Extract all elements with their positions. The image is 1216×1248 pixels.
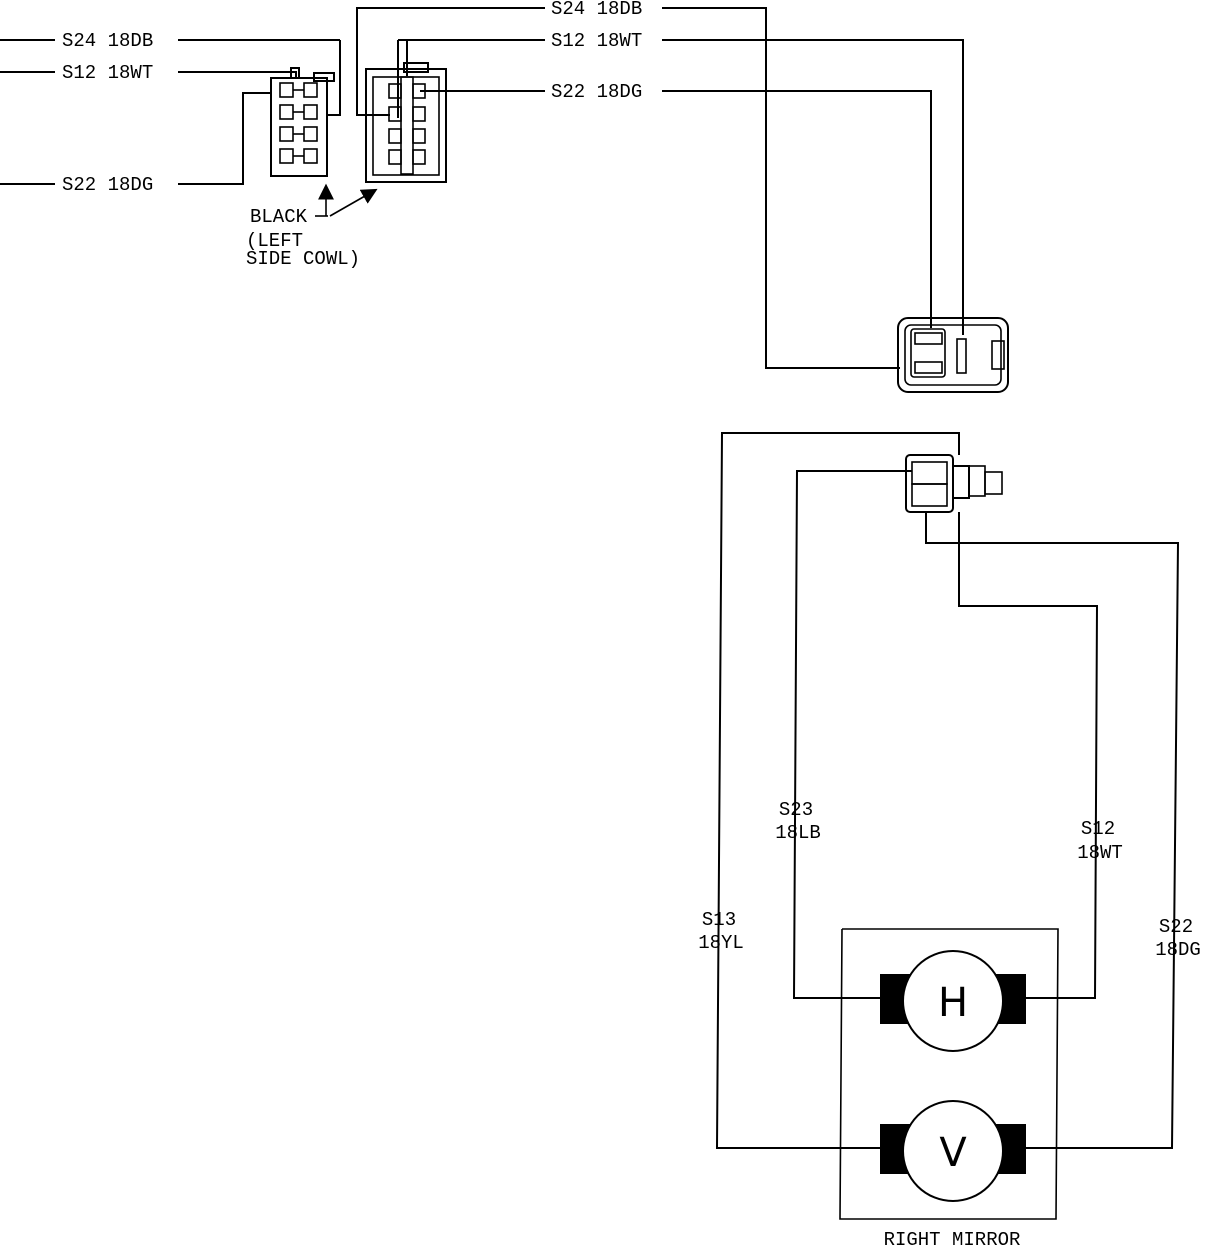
motor-v-label: V <box>939 1130 967 1176</box>
s22-code: S22 <box>1159 916 1193 938</box>
left-s24-label: S24 18DB <box>62 30 153 52</box>
vertical-motor: V <box>880 1100 1026 1202</box>
right-s24-label: S24 18DB <box>551 0 642 20</box>
note-line-1: BLACK <box>250 206 308 228</box>
mirror-harness-connector <box>897 317 1009 393</box>
wire-s13: S13 18YL <box>698 432 960 1149</box>
left-s12-label: S12 18WT <box>62 62 153 84</box>
s22-gauge: 18DG <box>1155 939 1201 961</box>
note-line-3: SIDE COWL) <box>246 248 360 270</box>
mirror-title: RIGHT MIRROR <box>884 1229 1021 1248</box>
s23-code: S23 <box>779 799 813 821</box>
left-wire-s22: S22 18DG <box>0 92 272 196</box>
s23-gauge: 18LB <box>775 822 821 844</box>
left-side-cowl-connector-a <box>270 67 335 177</box>
s12-gauge: 18WT <box>1077 842 1123 864</box>
left-wire-s24: S24 18DB <box>0 30 341 116</box>
left-s22-label: S22 18DG <box>62 174 153 196</box>
s12-code: S12 <box>1081 818 1115 840</box>
right-wire-s24: S24 18DB <box>356 0 900 369</box>
connector-note: BLACK (LEFT SIDE COWL) <box>246 183 378 270</box>
wire-s22-lower: S22 18DG <box>925 512 1201 1149</box>
right-wire-s12: S12 18WT <box>397 30 964 335</box>
left-wire-s12: S12 18WT <box>0 62 297 84</box>
wire-s12-lower: S12 18WT <box>958 512 1123 999</box>
right-mirror-assembly: H V RIGHT MIRROR <box>839 928 1059 1248</box>
right-s22-label: S22 18DG <box>551 81 642 103</box>
s13-gauge: 18YL <box>698 932 744 954</box>
right-wire-s22: S22 18DG <box>420 81 932 328</box>
wire-s23: S23 18LB <box>775 470 912 999</box>
horizontal-motor: H <box>880 950 1026 1052</box>
motor-h-label: H <box>938 980 968 1026</box>
note-line-2: (LEFT <box>246 230 303 252</box>
s13-code: S13 <box>702 909 736 931</box>
right-s12-label: S12 18WT <box>551 30 642 52</box>
mirror-connector <box>905 454 1003 513</box>
left-side-cowl-connector-b <box>365 62 447 183</box>
